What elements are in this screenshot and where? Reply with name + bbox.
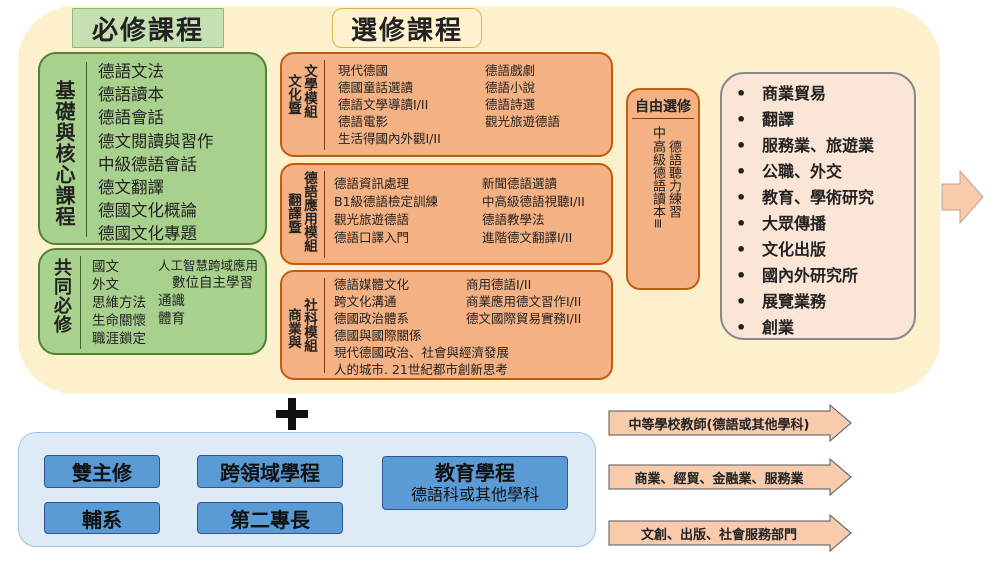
common-course: 思維方法 (92, 295, 146, 311)
divider (86, 62, 87, 237)
education-program-button[interactable]: 教育學程 德語科或其他學科 (382, 456, 568, 510)
literature-culture-module: 文學模組 文化暨 現代德國 德國童話選讀 德語文學導讀I/II 德語電影 生活得… (280, 52, 613, 157)
career-item: •創業 (736, 318, 795, 337)
course: 德語文學導讀I/II (338, 97, 429, 112)
common-course: 通識 (158, 293, 185, 309)
course: 中高級德語視聽I/II (482, 194, 585, 209)
core-course: 德語會話 (98, 108, 164, 128)
required-courses-title: 必修課程 (72, 8, 224, 48)
course: 德文國際貿易實務I/II (466, 311, 582, 326)
career-item: •服務業、旅遊業 (736, 136, 875, 155)
module-title: 商業與 (285, 308, 301, 349)
common-course: 人工智慧跨域應用 (158, 258, 259, 273)
translation-applied-module: 德語應用模組 翻譯暨 德語資訊處理 B1級德語檢定訓練 觀光旅遊德語 德語口譯入… (280, 163, 613, 265)
course: 現代德國 (338, 63, 389, 78)
course: 德語資訊處理 (334, 176, 410, 191)
arrow-icon (608, 404, 852, 442)
business-social-module: 社科模組 商業與 德語媒體文化 跨文化溝通 德國政治體系 德國與國際關係 現代德… (280, 270, 613, 380)
module-title: 翻譯暨 (285, 193, 301, 234)
course: 觀光旅遊德語 (485, 114, 561, 129)
core-courses-box: 基礎與核心課程 德語文法 德語讀本 德語會話 德文閱讀與習作 中級德語會話 德文… (38, 52, 267, 245)
course: 觀光旅遊德語 (334, 212, 410, 227)
divider (324, 278, 325, 373)
career-item: •展覽業務 (736, 292, 827, 311)
core-course: 中級德語會話 (98, 154, 197, 174)
course: 德語詩選 (485, 97, 536, 112)
common-course: 體育 (158, 311, 185, 327)
free-elective-course: 中 (650, 126, 665, 139)
core-course: 德語文法 (98, 62, 164, 81)
career-item: •國內外研究所 (736, 266, 859, 285)
core-course: 德文翻譯 (98, 178, 164, 198)
outcome-label: 商業、經貿、金融業、服務業 (634, 471, 804, 487)
outcome-arrow: 中等學校教師(德語或其他學科) (608, 404, 852, 442)
outcome-label: 文創、出版、社會服務部門 (640, 527, 797, 543)
course: 德語電影 (338, 114, 389, 129)
module-title: 文學模組 (301, 64, 317, 118)
career-item: •公職、外交 (736, 162, 843, 181)
course: 德語口譯入門 (334, 230, 410, 245)
course: 德語教學法 (482, 212, 545, 227)
common-required-heading: 共同必修 (51, 258, 72, 334)
course: 現代德國政治、社會與經濟發展 (334, 345, 510, 360)
common-course: 國文 (92, 259, 119, 275)
free-elective-title: 自由選修 (635, 99, 691, 115)
divider (632, 118, 694, 119)
career-item: •文化出版 (736, 240, 827, 259)
outcome-arrow: 文創、出版、社會服務部門 (608, 514, 852, 552)
core-course: 德語讀本 (98, 85, 164, 105)
plus-icon (276, 410, 308, 418)
common-course: 外文 (92, 277, 119, 293)
common-course: 職涯鎖定 (92, 331, 146, 347)
common-required-box: 共同必修 國文 人工智慧跨域應用 外文 數位自主學習 思維方法 通識 生命關懷 … (38, 248, 267, 355)
free-elective-course: 高級德語讀本≡ (650, 140, 665, 229)
minor-button[interactable]: 輔系 (44, 502, 160, 534)
course: 德國童話選讀 (338, 80, 414, 95)
second-specialty-button[interactable]: 第二專長 (197, 502, 343, 534)
core-courses-heading: 基礎與核心課程 (52, 80, 76, 227)
course: 商業應用德文習作I/II (466, 294, 582, 309)
course: 新聞德語選讀 (482, 176, 558, 191)
right-arrow-icon (941, 169, 984, 225)
divider (324, 60, 325, 150)
course: 德國與國際關係 (334, 328, 422, 343)
course: 生活得國內外觀I/II (338, 131, 441, 146)
course: B1級德語檢定訓練 (334, 194, 439, 209)
double-major-button[interactable]: 雙主修 (44, 455, 160, 488)
core-course: 德文閱讀與習作 (98, 131, 214, 151)
outcome-label: 中等學校教師(德語或其他學科) (628, 417, 810, 433)
elective-courses-title: 選修課程 (332, 8, 482, 48)
career-list-box: •商業貿易 •翻譯 •服務業、旅遊業 •公職、外交 •教育、學術研究 •大眾傳播… (720, 72, 916, 340)
course: 德語戲劇 (485, 63, 536, 78)
course: 德語媒體文化 (334, 277, 410, 292)
module-title: 文化暨 (285, 74, 301, 115)
module-title: 社科模組 (301, 298, 317, 352)
course: 商用德語I/II (466, 277, 532, 292)
career-item: •教育、學術研究 (736, 188, 875, 207)
course: 人的城市. 21世紀都市創新思考 (334, 362, 508, 377)
career-item: •商業貿易 (736, 84, 827, 103)
free-elective-course: 德語聽力練習 (666, 140, 681, 218)
core-course: 德國文化概論 (98, 201, 197, 221)
course: 德國政治體系 (334, 311, 410, 326)
arrow-icon (608, 514, 852, 552)
common-course: 數位自主學習 (172, 275, 253, 291)
free-elective-box: 自由選修 德語聽力練習 高級德語讀本≡ 中 (626, 88, 700, 290)
arrow-icon (608, 458, 852, 496)
outcome-arrow: 商業、經貿、金融業、服務業 (608, 458, 852, 496)
divider (324, 171, 325, 258)
career-item: •大眾傳播 (736, 214, 827, 233)
divider (80, 256, 81, 349)
education-program-subtitle: 德語科或其他學科 (410, 485, 539, 504)
course: 德語小說 (485, 80, 536, 95)
career-item: •翻譯 (736, 110, 795, 129)
cross-domain-program-button[interactable]: 跨領域學程 (197, 455, 343, 488)
module-title: 德語應用模組 (301, 171, 317, 252)
education-program-title: 教育學程 (435, 461, 515, 485)
core-course-list: 德語文法 德語讀本 德語會話 德文閱讀與習作 中級德語會話 德文翻譯 德國文化概… (98, 60, 214, 246)
core-course: 德國文化專題 (98, 224, 197, 244)
common-course: 生命關懷 (92, 313, 146, 329)
course: 進階德文翻譯I/II (482, 230, 573, 245)
course: 跨文化溝通 (334, 294, 397, 309)
